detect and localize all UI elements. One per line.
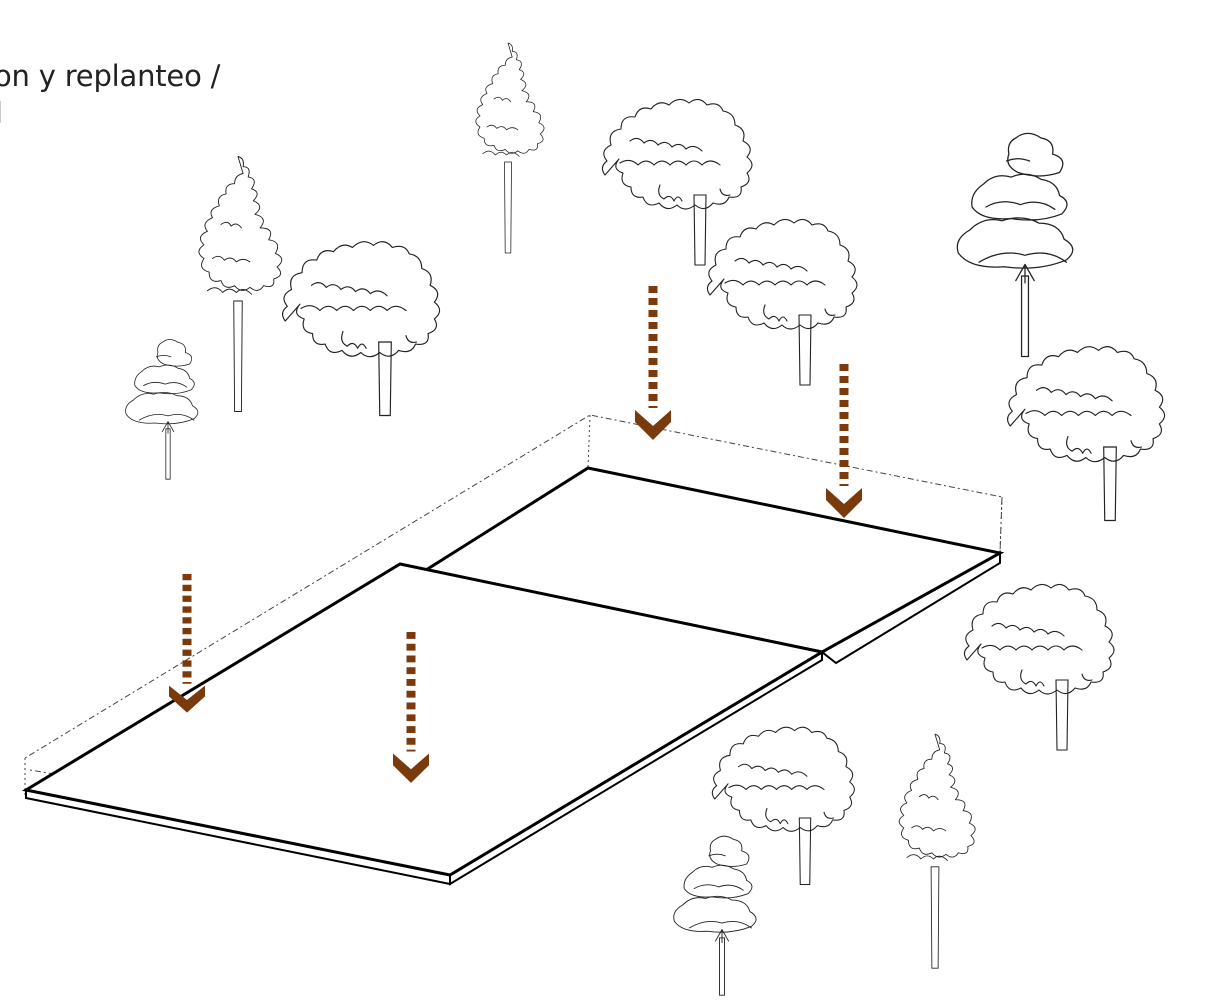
dashed-down-arrow-icon — [826, 364, 862, 518]
tree-10 — [711, 726, 855, 886]
tree-12 — [673, 835, 757, 996]
tree-3 — [281, 241, 441, 417]
dashed-down-arrow-icon — [635, 286, 671, 440]
tree-11 — [898, 733, 976, 969]
diagram-caption: on y replanteo / ∣ — [0, 58, 220, 130]
tree-4 — [475, 42, 545, 254]
tree-8 — [1006, 346, 1166, 522]
tree-1 — [198, 156, 283, 412]
rear-platform — [422, 466, 1005, 665]
tree-2 — [125, 339, 199, 480]
tree-9 — [963, 583, 1115, 751]
caption-line-2: ∣ — [0, 94, 220, 130]
tree-6 — [706, 218, 858, 386]
tree-5 — [601, 98, 753, 266]
caption-line-1: on y replanteo / — [0, 59, 221, 93]
front-platform — [21, 562, 827, 886]
tree-7 — [956, 132, 1074, 358]
